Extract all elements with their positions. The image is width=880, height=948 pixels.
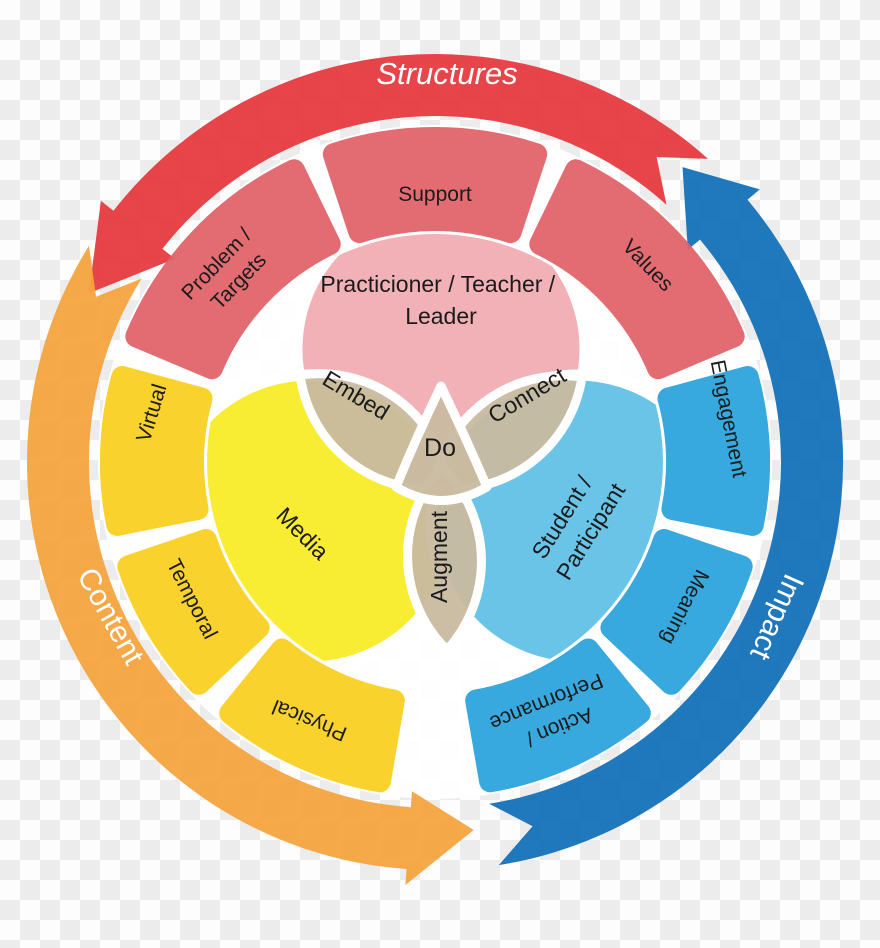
impact-arrow bbox=[489, 167, 844, 866]
segment-temporal bbox=[117, 529, 270, 695]
structures-arrow-label: Structures bbox=[376, 56, 517, 91]
segment-values bbox=[529, 159, 745, 380]
segment-support bbox=[322, 126, 548, 244]
segment-problem-targets bbox=[125, 159, 341, 380]
segment-action-performance bbox=[465, 638, 651, 793]
content-arrow bbox=[27, 245, 474, 886]
segment-physical bbox=[219, 638, 405, 793]
segment-meaning bbox=[600, 529, 753, 695]
augment-petal bbox=[403, 462, 486, 655]
segment-support-label: Support bbox=[398, 183, 472, 206]
practitioner-circle-label: Practicioner / Teacher / Leader bbox=[320, 271, 561, 329]
structures-arrow bbox=[88, 54, 708, 294]
segment-virtual bbox=[100, 366, 213, 536]
do-shape bbox=[391, 381, 492, 505]
augment-petal-label: Augment bbox=[426, 510, 452, 603]
do-label: Do bbox=[424, 434, 456, 462]
segment-engagement bbox=[657, 366, 770, 536]
